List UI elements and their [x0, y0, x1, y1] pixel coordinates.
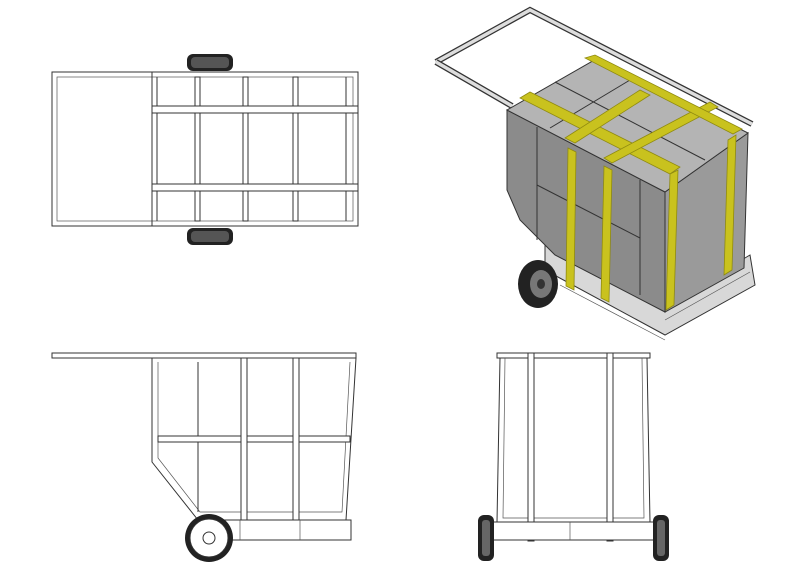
top-view-frame	[51, 71, 359, 227]
front-wheel-right	[653, 515, 669, 561]
iso-straps	[519, 54, 743, 311]
isometric-view	[434, 6, 756, 341]
front-view	[478, 352, 669, 561]
top-view	[51, 54, 359, 245]
iso-wheel	[518, 260, 558, 308]
iso-box-top-face	[505, 57, 749, 193]
top-view-wheel-upper	[187, 54, 233, 71]
side-view	[51, 352, 357, 562]
side-wheel	[185, 514, 233, 562]
iso-handle-frame	[434, 6, 754, 127]
top-view-wheel-lower	[187, 228, 233, 245]
side-handle-rail	[51, 352, 357, 359]
side-box-frame	[151, 357, 357, 541]
front-wheel-left	[478, 515, 494, 561]
